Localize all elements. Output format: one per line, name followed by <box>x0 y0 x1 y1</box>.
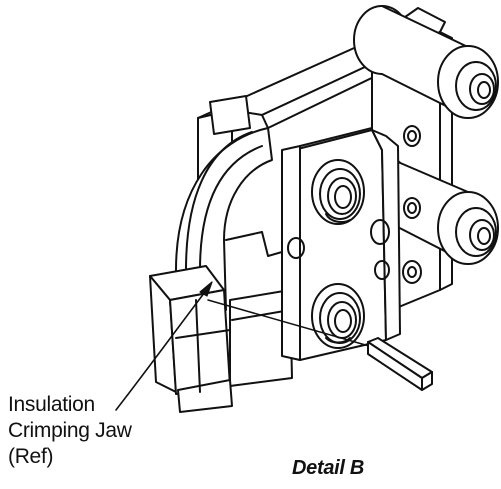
lower-die-nut <box>311 283 365 349</box>
detail-caption: Detail B <box>292 457 365 479</box>
callout-line-2: Crimping Jaw <box>8 419 132 442</box>
housing-fittings <box>402 125 422 284</box>
jaw-base-blocks <box>149 265 293 413</box>
upper-roller <box>353 5 499 119</box>
guide-line <box>207 299 377 349</box>
locator-key <box>367 337 433 391</box>
callout-leader <box>115 281 213 411</box>
upper-die-nut <box>311 159 365 225</box>
callout-line-1: Insulation <box>8 393 95 416</box>
plate-holes <box>287 219 390 280</box>
callout-line-3: (Ref) <box>8 445 54 468</box>
insulation-crimping-jaw-callout: Insulation Crimping Jaw (Ref) <box>8 392 132 470</box>
